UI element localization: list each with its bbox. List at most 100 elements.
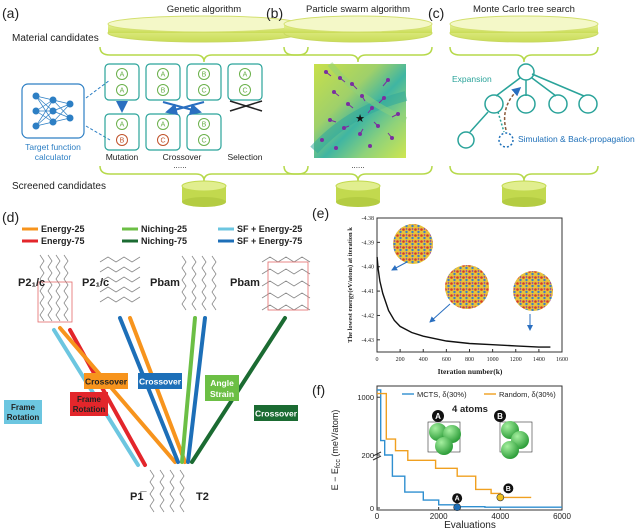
x-tick-label-f: 0: [375, 512, 380, 521]
panel-label-d: (d): [2, 209, 19, 225]
legend-mcts: MCTS, δ(30%): [417, 390, 467, 399]
nanoparticle-image-1: [393, 224, 433, 264]
op-box-frame-rotation-1: Frame Rotation: [4, 400, 42, 424]
pointer-arrow-2: [429, 303, 451, 323]
legend-sf-energy-25: SF + Energy-25: [237, 224, 302, 234]
pathway-lines: [52, 316, 287, 467]
cluster-image-b: B: [494, 410, 533, 459]
svg-text:Frame: Frame: [77, 395, 102, 404]
svg-text:Frame: Frame: [11, 403, 36, 412]
brace-a: [99, 46, 309, 63]
op-crossover: Crossover: [163, 152, 202, 162]
screened-cylinder-a: [181, 180, 227, 207]
marker-A: [453, 503, 461, 512]
gene-top-8: C: [242, 88, 247, 95]
panel-label-c: (c): [428, 5, 444, 21]
panel-label-b: (b): [266, 5, 283, 21]
y-tick-label-e: -4.39: [362, 240, 375, 246]
product-structure: [149, 469, 185, 513]
structure-label-4: Pbam: [230, 277, 260, 289]
xlabel-f: Evaluations: [444, 520, 496, 531]
xlabel-e: Iteration number(k): [438, 367, 503, 376]
gene-top-3: A: [161, 72, 166, 79]
crystal-structures: [37, 254, 311, 323]
search-tree: [457, 63, 598, 149]
plot-frame-f: [376, 385, 563, 511]
x-tick-label-f: 2000: [430, 512, 448, 521]
svg-text:B: B: [497, 412, 503, 421]
structure-1: [37, 254, 73, 323]
legend-energy-25: Energy-25: [41, 224, 85, 234]
cluster-image-a: A: [427, 410, 461, 455]
legend-f: MCTS, δ(30%) Random, δ(30%): [402, 390, 556, 399]
marker-label-A: A: [455, 496, 460, 503]
x-tick-label-e: 200: [396, 357, 405, 363]
svg-text:Crossover: Crossover: [139, 377, 182, 387]
svg-text:Rotation: Rotation: [73, 405, 106, 414]
y-tick-label-f: 1000: [357, 393, 374, 402]
candidate-disk-a: [107, 15, 301, 43]
candidate-disk-c: [449, 15, 599, 43]
x-tick-label-e: 800: [465, 357, 474, 363]
crossover-arrow-2: [165, 101, 205, 116]
panel-label-e: (e): [312, 205, 329, 221]
svg-text:Angle: Angle: [210, 378, 234, 388]
structure-label-2: P2₁/c: [82, 277, 109, 289]
pointer-arrow-1: [391, 261, 408, 271]
candidate-disk-b: [283, 15, 433, 43]
y-tick-label-e: -4.41: [362, 289, 375, 295]
product-label-p1: P1̅: [130, 491, 147, 503]
gene-bottom-2: B: [120, 138, 125, 145]
marker-badge-B: [503, 483, 514, 494]
panel-a-title: Genetic algorithm: [167, 4, 242, 15]
structure-4: [261, 256, 311, 311]
crossover-arrow-1: [162, 101, 202, 116]
calc-link-top: [85, 79, 111, 99]
simulation-label: Simulation & Back-propagation: [518, 134, 635, 144]
panel-d: (d) Energy-25 Energy-75 Niching-25 Nichi…: [2, 209, 311, 513]
svg-text:Rotation: Rotation: [7, 413, 40, 422]
op-mutation: Mutation: [106, 152, 139, 162]
svg-text:A: A: [435, 412, 441, 421]
op-box-crossover-2: Crossover: [138, 373, 182, 389]
x-tick-label-e: 1600: [556, 357, 568, 363]
legend-sf-energy-75: SF + Energy-75: [237, 236, 302, 246]
ylabel-e: The lowest energy(eV/atom) at iteration …: [347, 227, 354, 343]
svg-text:Strain: Strain: [210, 389, 234, 399]
op-box-angle-strain: Angle Strain: [205, 375, 239, 401]
structure-label-3: Pbam: [150, 277, 180, 289]
panel-c-title: Monte Carlo tree search: [473, 4, 575, 15]
gene-top-2: A: [120, 88, 125, 95]
x-tick-label-e: 0: [376, 357, 379, 363]
calculator-label-2: calculator: [35, 152, 72, 162]
panel-c: (c) Monte Carlo tree search Expansion Si…: [428, 4, 635, 207]
energy-curve: [376, 256, 551, 348]
panel-a: (a) Genetic algorithm Material candidate…: [2, 4, 309, 207]
legend-niching-75: Niching-75: [141, 236, 187, 246]
brace-a-bottom: [99, 165, 309, 182]
atoms-label: 4 atoms: [452, 404, 488, 415]
marker-points: AB: [452, 483, 514, 512]
gene-top-6: C: [201, 88, 206, 95]
brace-c-bottom: [449, 165, 599, 182]
nanoparticle-image-3: [513, 271, 553, 311]
axis-break-mark: [372, 451, 382, 457]
x-tick-label-e: 600: [442, 357, 451, 363]
x-tick-label-f: 4000: [491, 512, 509, 521]
gene-bottom-6: C: [201, 138, 206, 145]
marker-B: [496, 493, 505, 502]
x-tick-label-e: 1200: [510, 357, 522, 363]
y-tick-label-f: 200: [361, 451, 374, 460]
y-tick-label-f: 0: [370, 504, 374, 513]
expansion-label: Expansion: [452, 74, 492, 84]
panel-label-f: (f): [312, 382, 325, 398]
legend-random: Random, δ(30%): [499, 390, 556, 399]
op-box-frame-rotation-2: Frame Rotation: [70, 392, 108, 416]
structure-label-1: P2₁/c: [18, 277, 45, 289]
calculator-network-icon: [21, 83, 85, 139]
selection-cross-icon: [229, 100, 263, 112]
svg-text:Crossover: Crossover: [255, 409, 298, 419]
